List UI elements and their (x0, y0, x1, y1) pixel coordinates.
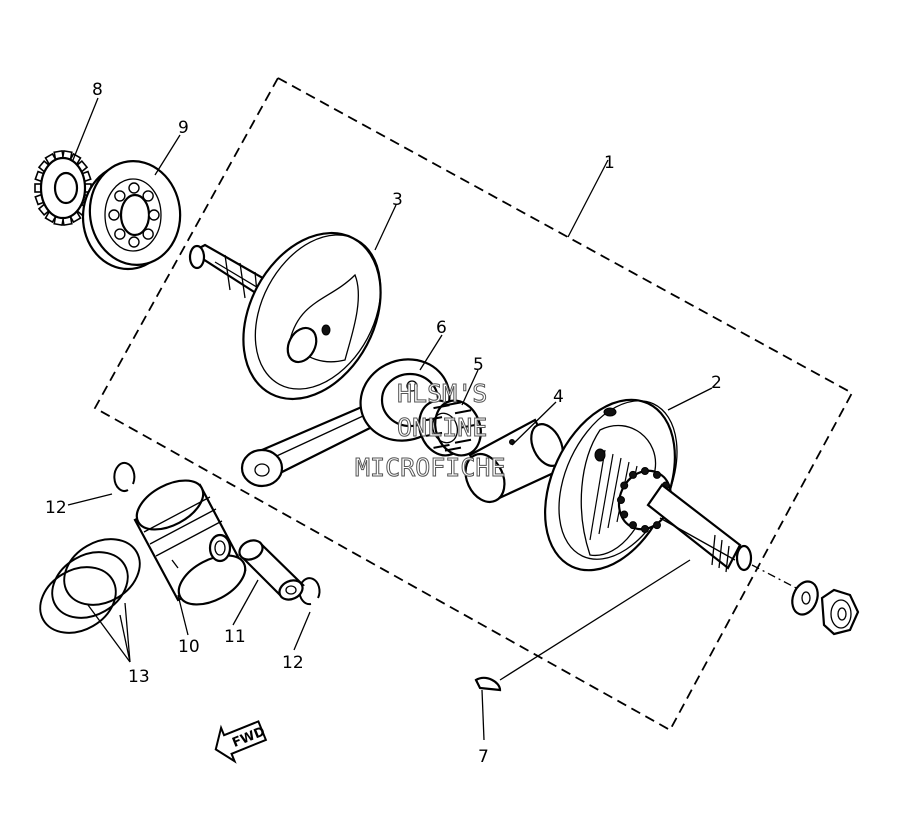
fwd-direction-arrow: FWD (214, 720, 268, 764)
gear-tooth (629, 521, 637, 530)
left-crank-web (188, 231, 382, 401)
gear-tooth (653, 521, 661, 530)
web-rib (589, 449, 606, 541)
ball-bearing (81, 160, 182, 271)
woodruff-key (474, 676, 502, 692)
nut (820, 588, 860, 636)
bearing-ball (114, 190, 126, 202)
callout-2: 2 (711, 373, 722, 393)
callout-4: 4 (553, 387, 564, 407)
needle-roller (444, 401, 462, 407)
callout-9: 9 (178, 118, 189, 138)
bearing-ball (114, 228, 126, 240)
piston-rings (39, 538, 141, 634)
gear-tooth (617, 496, 625, 504)
gear-tooth (620, 510, 629, 519)
needle-roller (454, 438, 472, 444)
bearing-ball (128, 236, 140, 248)
needle-bearing (418, 399, 482, 457)
circlip-lower (298, 577, 321, 606)
watermark-line-2: ONLINE (397, 413, 487, 442)
web-rib (598, 453, 614, 535)
bearing-ball (108, 209, 120, 221)
watermark-line-3: MICROFICHE (355, 453, 506, 482)
leader-lines (67, 97, 713, 741)
watermark-line-1: HLSM'S (397, 379, 487, 408)
connecting-rod (240, 358, 451, 488)
needle-roller (444, 446, 462, 452)
circlip-upper (113, 461, 136, 492)
piston (133, 479, 247, 606)
right-crank-web (544, 398, 753, 573)
gear-tooth (641, 467, 649, 475)
bearing-ball (142, 228, 154, 240)
sprocket (34, 149, 92, 227)
crank-pin (464, 418, 564, 504)
callout-8: 8 (92, 80, 103, 100)
needle-roller (433, 443, 450, 449)
callout-5: 5 (473, 355, 484, 375)
washer (791, 580, 819, 616)
needle-roller (458, 424, 476, 429)
callout-13: 13 (128, 667, 150, 687)
needle-roller (454, 409, 472, 415)
watermark: HLSM'S ONLINE MICROFICHE (355, 379, 507, 483)
gear-tooth (620, 481, 629, 490)
callout-6: 6 (436, 318, 447, 338)
callout-3: 3 (392, 190, 403, 210)
bearing-ball (142, 190, 154, 202)
callout-12-upper: 12 (45, 498, 67, 518)
callout-1: 1 (604, 153, 615, 173)
shaft-axis-line (751, 564, 801, 591)
piston-pin (238, 539, 305, 601)
callout-7: 7 (478, 747, 489, 767)
callout-10: 10 (178, 637, 200, 657)
bearing-ball (148, 209, 160, 221)
callout-11: 11 (224, 627, 246, 647)
web-rib (607, 457, 622, 529)
gear-tooth (653, 470, 661, 479)
crankshaft-assembly-boundary (93, 76, 854, 732)
gear-tooth (629, 470, 637, 479)
bearing-ball (128, 182, 140, 194)
gear-tooth (641, 525, 649, 533)
callout-12-lower: 12 (282, 653, 304, 673)
